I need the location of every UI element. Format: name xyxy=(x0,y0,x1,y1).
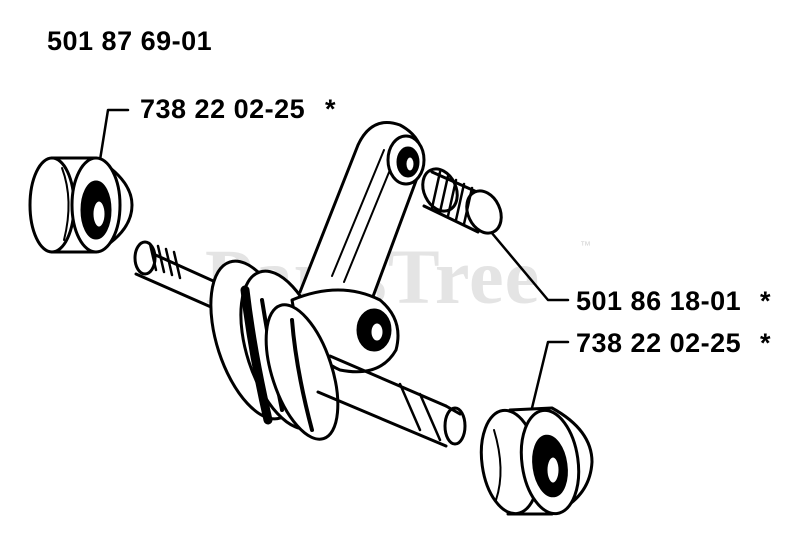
part-marker-top-bearing: * xyxy=(325,94,336,124)
part-marker-needle-bearing: * xyxy=(760,286,771,316)
trademark-symbol: ™ xyxy=(580,240,591,252)
crankshaft-right-shaft xyxy=(316,354,467,448)
part-label-top-bearing[interactable]: 738 22 02-25 xyxy=(140,94,306,124)
crank-web-right xyxy=(264,303,340,441)
leader-line-top-bearing xyxy=(98,108,130,162)
part-label-bottom-bearing[interactable]: 738 22 02-25 xyxy=(576,328,742,358)
assembly-part-number: 501 87 69-01 xyxy=(47,26,213,56)
part-label-needle-bearing[interactable]: 501 86 18-01 xyxy=(576,286,742,316)
needle-bearing xyxy=(421,167,503,235)
ball-bearing-bottom-right xyxy=(479,406,594,516)
ball-bearing-top-left xyxy=(28,156,134,254)
leader-line-needle-bearing xyxy=(484,224,570,302)
leader-line-bottom-bearing xyxy=(530,340,570,410)
part-marker-bottom-bearing: * xyxy=(760,328,771,358)
